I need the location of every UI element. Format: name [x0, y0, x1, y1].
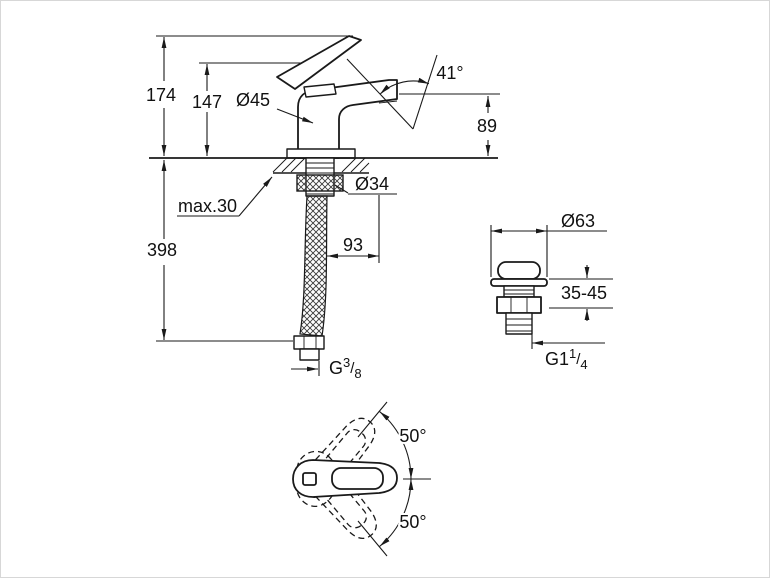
- waste-tail-threads: [506, 318, 532, 332]
- g38-numerator: 3: [343, 355, 350, 370]
- g114-thread-label: G11/4: [545, 346, 588, 372]
- dimension-174: 174: [144, 35, 353, 156]
- waste-nut-facets: [510, 297, 528, 313]
- dimension-147: 147: [190, 62, 301, 156]
- counter-section: [149, 157, 498, 197]
- max-30-label: max.30: [178, 196, 237, 216]
- g38-denominator: 8: [354, 366, 361, 381]
- handle-center-outline: [292, 459, 398, 498]
- angle-41-label: 41°: [436, 63, 463, 83]
- dimension-angle41: 41°: [346, 54, 466, 130]
- g38-thread-label: G3/8: [329, 355, 362, 381]
- g38-slash: /: [350, 360, 355, 377]
- lever-joint: [303, 83, 337, 98]
- dia-45-label: Ø45: [236, 90, 270, 110]
- dimension-dia45: Ø45: [234, 88, 314, 124]
- dimension-35-45: 35-45: [549, 265, 613, 321]
- handle-top-view: 50° 50°: [288, 401, 431, 557]
- dia-63-label: Ø63: [561, 211, 595, 231]
- hose-fitting-facets: [303, 336, 317, 349]
- dimension-398: 398: [145, 160, 293, 342]
- hose-fitting-tail: [299, 348, 320, 361]
- dimension-dia34: Ø34: [334, 172, 397, 263]
- waste-cap: [497, 261, 541, 280]
- g38-prefix: G: [329, 358, 343, 378]
- dimension-dia63: Ø63: [490, 209, 607, 277]
- waste-tailpiece: [505, 312, 533, 335]
- dim-89-label: 89: [477, 116, 497, 136]
- faucet-lever: [276, 35, 362, 90]
- waste-neck: [503, 285, 535, 298]
- dia-34-label: Ø34: [355, 174, 389, 194]
- dimension-g38: G3/8: [291, 353, 364, 383]
- waste-neck-threads: [504, 289, 534, 295]
- g114-slash: /: [576, 351, 581, 368]
- waste-flange: [490, 278, 548, 287]
- dim-147-label: 147: [192, 92, 222, 112]
- g114-prefix: G1: [545, 349, 569, 369]
- hose-fitting-nut: [293, 335, 325, 350]
- clamp-range-label: 35-45: [561, 283, 607, 303]
- mounting-nut: [296, 174, 344, 192]
- dim-93-label: 93: [343, 235, 363, 255]
- shank-threads: [306, 162, 334, 195]
- dimension-93: 93: [327, 233, 379, 259]
- dimension-g114: G11/4: [531, 334, 605, 374]
- g114-numerator: 1: [569, 346, 576, 361]
- counter-hatching: [272, 157, 370, 173]
- waste-valve-view: [490, 261, 548, 335]
- supply-hoses: [293, 195, 328, 361]
- dim-398-label: 398: [147, 240, 177, 260]
- waste-nut: [496, 296, 542, 314]
- swivel-up-label: 50°: [399, 426, 426, 446]
- faucet-side-view: [276, 35, 398, 159]
- hose-band: [299, 195, 328, 337]
- dimension-89: 89: [399, 93, 500, 156]
- g114-denominator: 4: [580, 357, 587, 372]
- dim-174-label: 174: [146, 85, 176, 105]
- swivel-down-label: 50°: [399, 512, 426, 532]
- escutcheon: [286, 148, 356, 159]
- dimension-max30: max.30: [176, 176, 273, 218]
